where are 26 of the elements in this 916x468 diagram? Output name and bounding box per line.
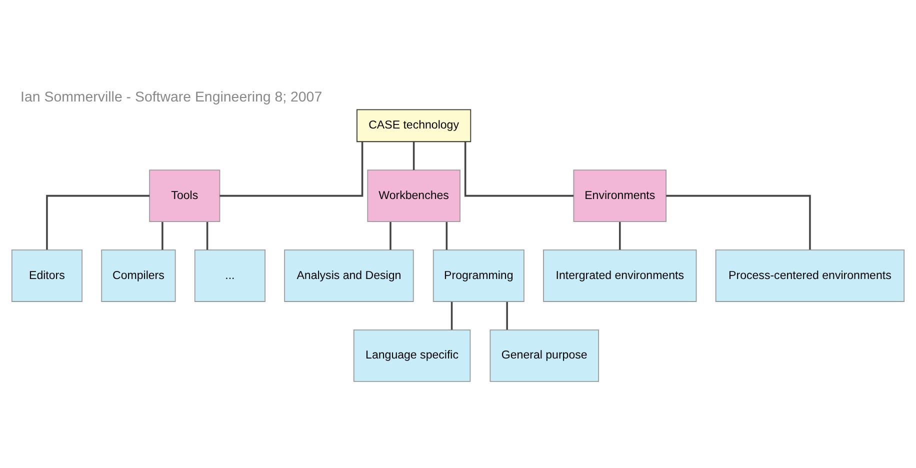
node-box: Process-centered environments <box>715 250 905 302</box>
connector <box>206 222 208 250</box>
connector <box>162 222 164 250</box>
node-box: Language specific <box>353 329 471 382</box>
diagram-title: Ian Sommerville - Software Engineering 8; 2007 <box>20 89 322 106</box>
node-box: Editors <box>11 250 82 302</box>
node-box: Programming <box>432 250 524 302</box>
connector <box>464 142 574 197</box>
connector <box>412 142 415 170</box>
connector <box>220 142 364 197</box>
connector <box>666 194 811 250</box>
connector <box>619 222 621 250</box>
node-box: Environments <box>573 170 667 222</box>
connector <box>450 302 453 330</box>
connector <box>390 222 392 250</box>
node-box: Analysis and Design <box>284 250 414 302</box>
connector <box>506 302 508 330</box>
node-box: General purpose <box>490 329 600 382</box>
node-box: ... <box>194 250 266 302</box>
node-box: Workbenches <box>367 170 460 222</box>
connector <box>446 222 448 250</box>
node-box: Compilers <box>101 250 176 302</box>
node-box: CASE technology <box>356 109 472 142</box>
node-box: Intergrated environments <box>543 250 697 302</box>
node-box: Tools <box>149 170 220 222</box>
connector <box>46 194 150 250</box>
